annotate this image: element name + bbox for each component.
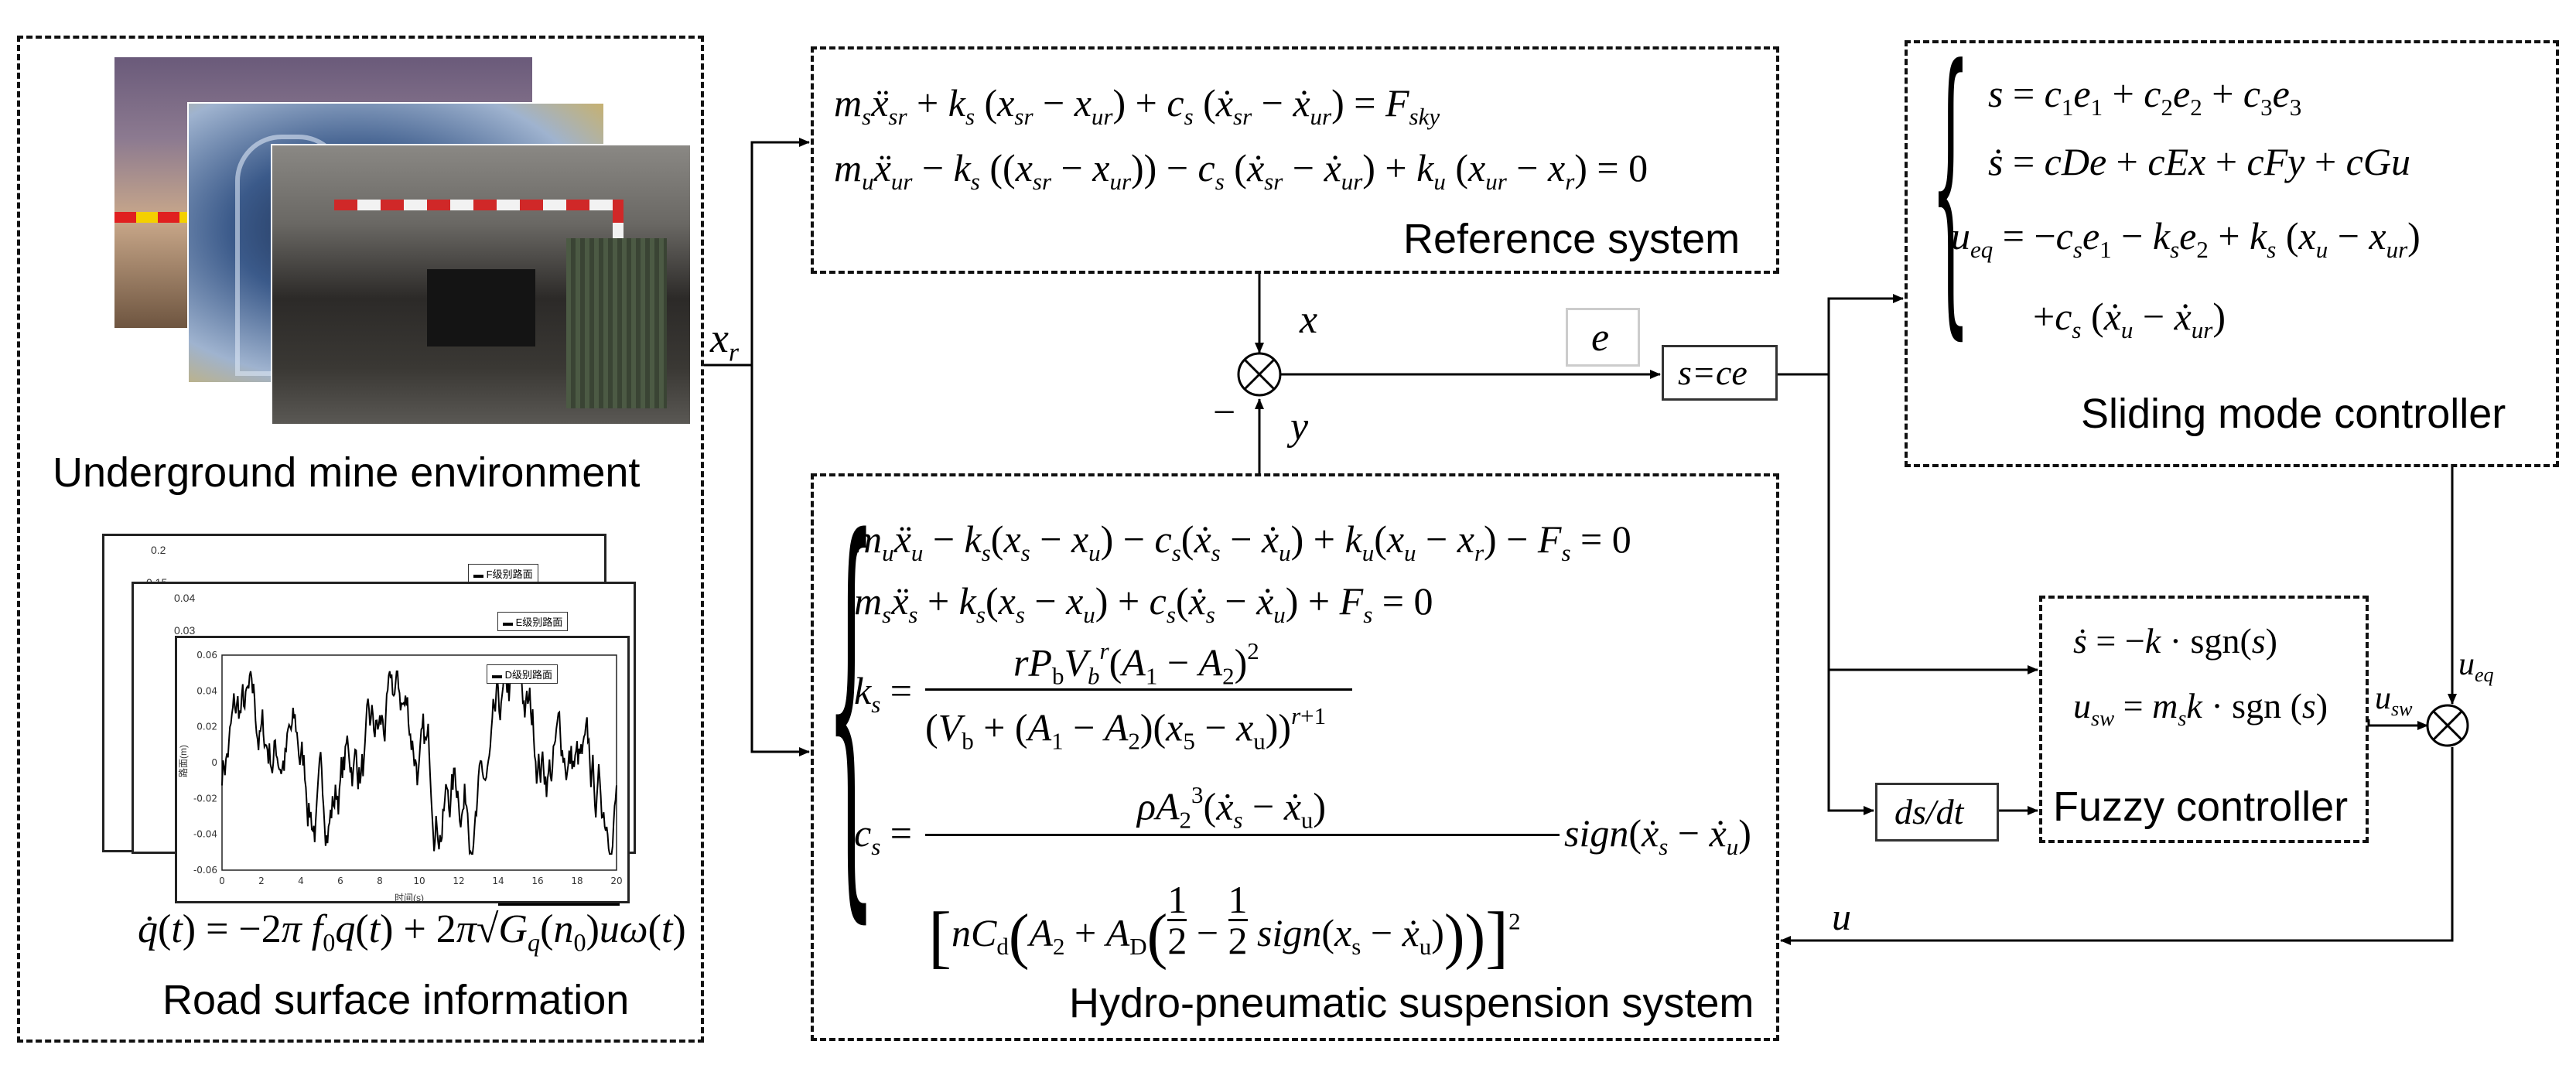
y-tick-label: -0.02 bbox=[193, 793, 217, 804]
arrow-usw-to-sum bbox=[2367, 719, 2428, 730]
mine-photo-front bbox=[271, 144, 692, 425]
hydro-suspension-title: Hydro-pneumatic suspension system bbox=[1069, 980, 1754, 1026]
fuzzy-title: Fuzzy controller bbox=[2053, 784, 2349, 830]
ds-dt-label: ds/dt bbox=[1894, 792, 1964, 831]
signal-usw: usw bbox=[2375, 681, 2413, 721]
hydro-eq-ks-lhs: ks = bbox=[854, 669, 912, 718]
x-tick-label: 8 bbox=[377, 876, 383, 886]
reference-eq-1: msẍsr + ks (xsr − xur) + cs (ẋsr − ẋur) … bbox=[834, 81, 1440, 130]
x-tick-label: 12 bbox=[453, 876, 464, 886]
circle-cross-icon bbox=[1237, 352, 1282, 397]
hydro-eq-cs-num: ρA23(ẋs − ẋu) bbox=[1137, 781, 1327, 834]
tick-label: 0.03 bbox=[174, 624, 196, 637]
y-tick-label: 0.02 bbox=[196, 722, 217, 732]
road-equation: q̇(t) = −2π f0q(t) + 2π√Gq(n0)uω(t) bbox=[138, 903, 686, 955]
x-tick-label: 4 bbox=[298, 876, 304, 886]
fuzzy-eq-sdot: ṡ = −k · sgn(s) bbox=[2073, 621, 2277, 661]
smc-eq-s: s = c1e1 + c2e2 + c3e3 bbox=[1988, 72, 2302, 121]
sliding-mode-title: Sliding mode controller bbox=[2081, 391, 2506, 437]
signal-y: y bbox=[1290, 405, 1309, 449]
x-tick-label: 18 bbox=[571, 876, 583, 886]
arrow-to-reference bbox=[750, 138, 810, 365]
circle-cross-icon bbox=[2426, 704, 2469, 747]
fuzzy-eq-usw: usw = msk · sgn (s) bbox=[2073, 686, 2328, 731]
x-tick-label: 6 bbox=[337, 876, 343, 886]
hydro-eq-2: msẍs + ks(xs − xu) + cs(ẋs − ẋu) + Fs = … bbox=[854, 579, 1433, 628]
hydro-eq-ks-den: (Vb + (A1 − A2)(x5 − xu))r+1 bbox=[925, 702, 1327, 755]
plot-xlabel: 时间(s) bbox=[395, 893, 424, 903]
tick-label: 0.04 bbox=[174, 592, 196, 604]
x-tick-label: 10 bbox=[413, 876, 425, 886]
brace-icon: { bbox=[1931, 5, 1970, 365]
reference-system-title: Reference system bbox=[1403, 216, 1741, 262]
signal-minus: − bbox=[1213, 391, 1236, 435]
signal-e: e bbox=[1591, 316, 1610, 360]
signal-xr: xr bbox=[710, 315, 739, 367]
e-signal-box: e bbox=[1566, 308, 1640, 367]
arrow-to-hydro bbox=[750, 365, 810, 756]
y-tick-label: 0.04 bbox=[196, 685, 217, 696]
s-ce-label: s=ce bbox=[1678, 353, 1748, 392]
road-caption: Road surface information bbox=[162, 977, 630, 1023]
plot-ylabel: 路面(m) bbox=[177, 745, 189, 777]
plot-legend: ▬ E级别路面 bbox=[497, 612, 569, 631]
x-tick-label: 0 bbox=[219, 876, 225, 886]
ds-dt-block: ds/dt bbox=[1875, 783, 1999, 842]
y-tick-label: -0.06 bbox=[193, 865, 217, 876]
reference-system-block bbox=[811, 46, 1779, 274]
arrow-to-dsdt bbox=[1827, 670, 1874, 815]
sliding-mode-block bbox=[1905, 40, 2559, 467]
hydro-eq-1: muẍu − ks(xs − xu) − cs(ẋs − ẋu) + ku(xu… bbox=[854, 517, 1631, 566]
fraction-bar bbox=[925, 688, 1352, 691]
reference-eq-2: muẍur − ks ((xsr − xur)) − cs (ẋsr − ẋur… bbox=[834, 146, 1648, 195]
x-tick-label: 20 bbox=[610, 876, 622, 886]
s-ce-block: s=ce bbox=[1662, 345, 1778, 401]
y-tick-label: -0.04 bbox=[193, 829, 217, 840]
tick-label: 0.2 bbox=[151, 544, 166, 556]
road-profile-line bbox=[221, 670, 617, 856]
smc-eq-sdot: ṡ = cDe + cEx + cFy + cGu bbox=[1988, 140, 2410, 183]
x-tick-label: 16 bbox=[531, 876, 543, 886]
x-tick-label: 14 bbox=[492, 876, 504, 886]
hydro-eq-ks-num: rPbVbr(A1 − A2)2 bbox=[1013, 637, 1259, 690]
smc-eq-ueq: ueq = −cse1 − kse2 + ks (xu − xur) bbox=[1951, 214, 2421, 263]
hydro-suspension-block bbox=[811, 473, 1779, 1041]
input-panel bbox=[17, 36, 704, 1043]
signal-u: u bbox=[1832, 895, 1851, 938]
hydro-eq-cs-sign: sign(ẋs − ẋu) bbox=[1564, 811, 1751, 860]
y-tick-label: 0 bbox=[211, 757, 217, 768]
signal-x: x bbox=[1300, 298, 1318, 342]
arrow-to-smc bbox=[1827, 294, 1904, 374]
mine-caption: Underground mine environment bbox=[53, 449, 641, 496]
plot-legend: ▬ D级别路面 bbox=[487, 664, 559, 684]
plot-legend: ▬ F级别路面 bbox=[468, 564, 538, 583]
fraction-bar bbox=[925, 834, 1560, 836]
x-tick-label: 2 bbox=[258, 876, 265, 886]
signal-ueq: ueq bbox=[2458, 647, 2494, 687]
hydro-eq-cs-lhs: cs = bbox=[854, 811, 912, 860]
smc-eq-ueq-cont: +cs (ẋu − ẋur) bbox=[2033, 295, 2226, 343]
y-tick-label: 0.06 bbox=[196, 650, 217, 661]
brace-icon: { bbox=[826, 453, 876, 958]
